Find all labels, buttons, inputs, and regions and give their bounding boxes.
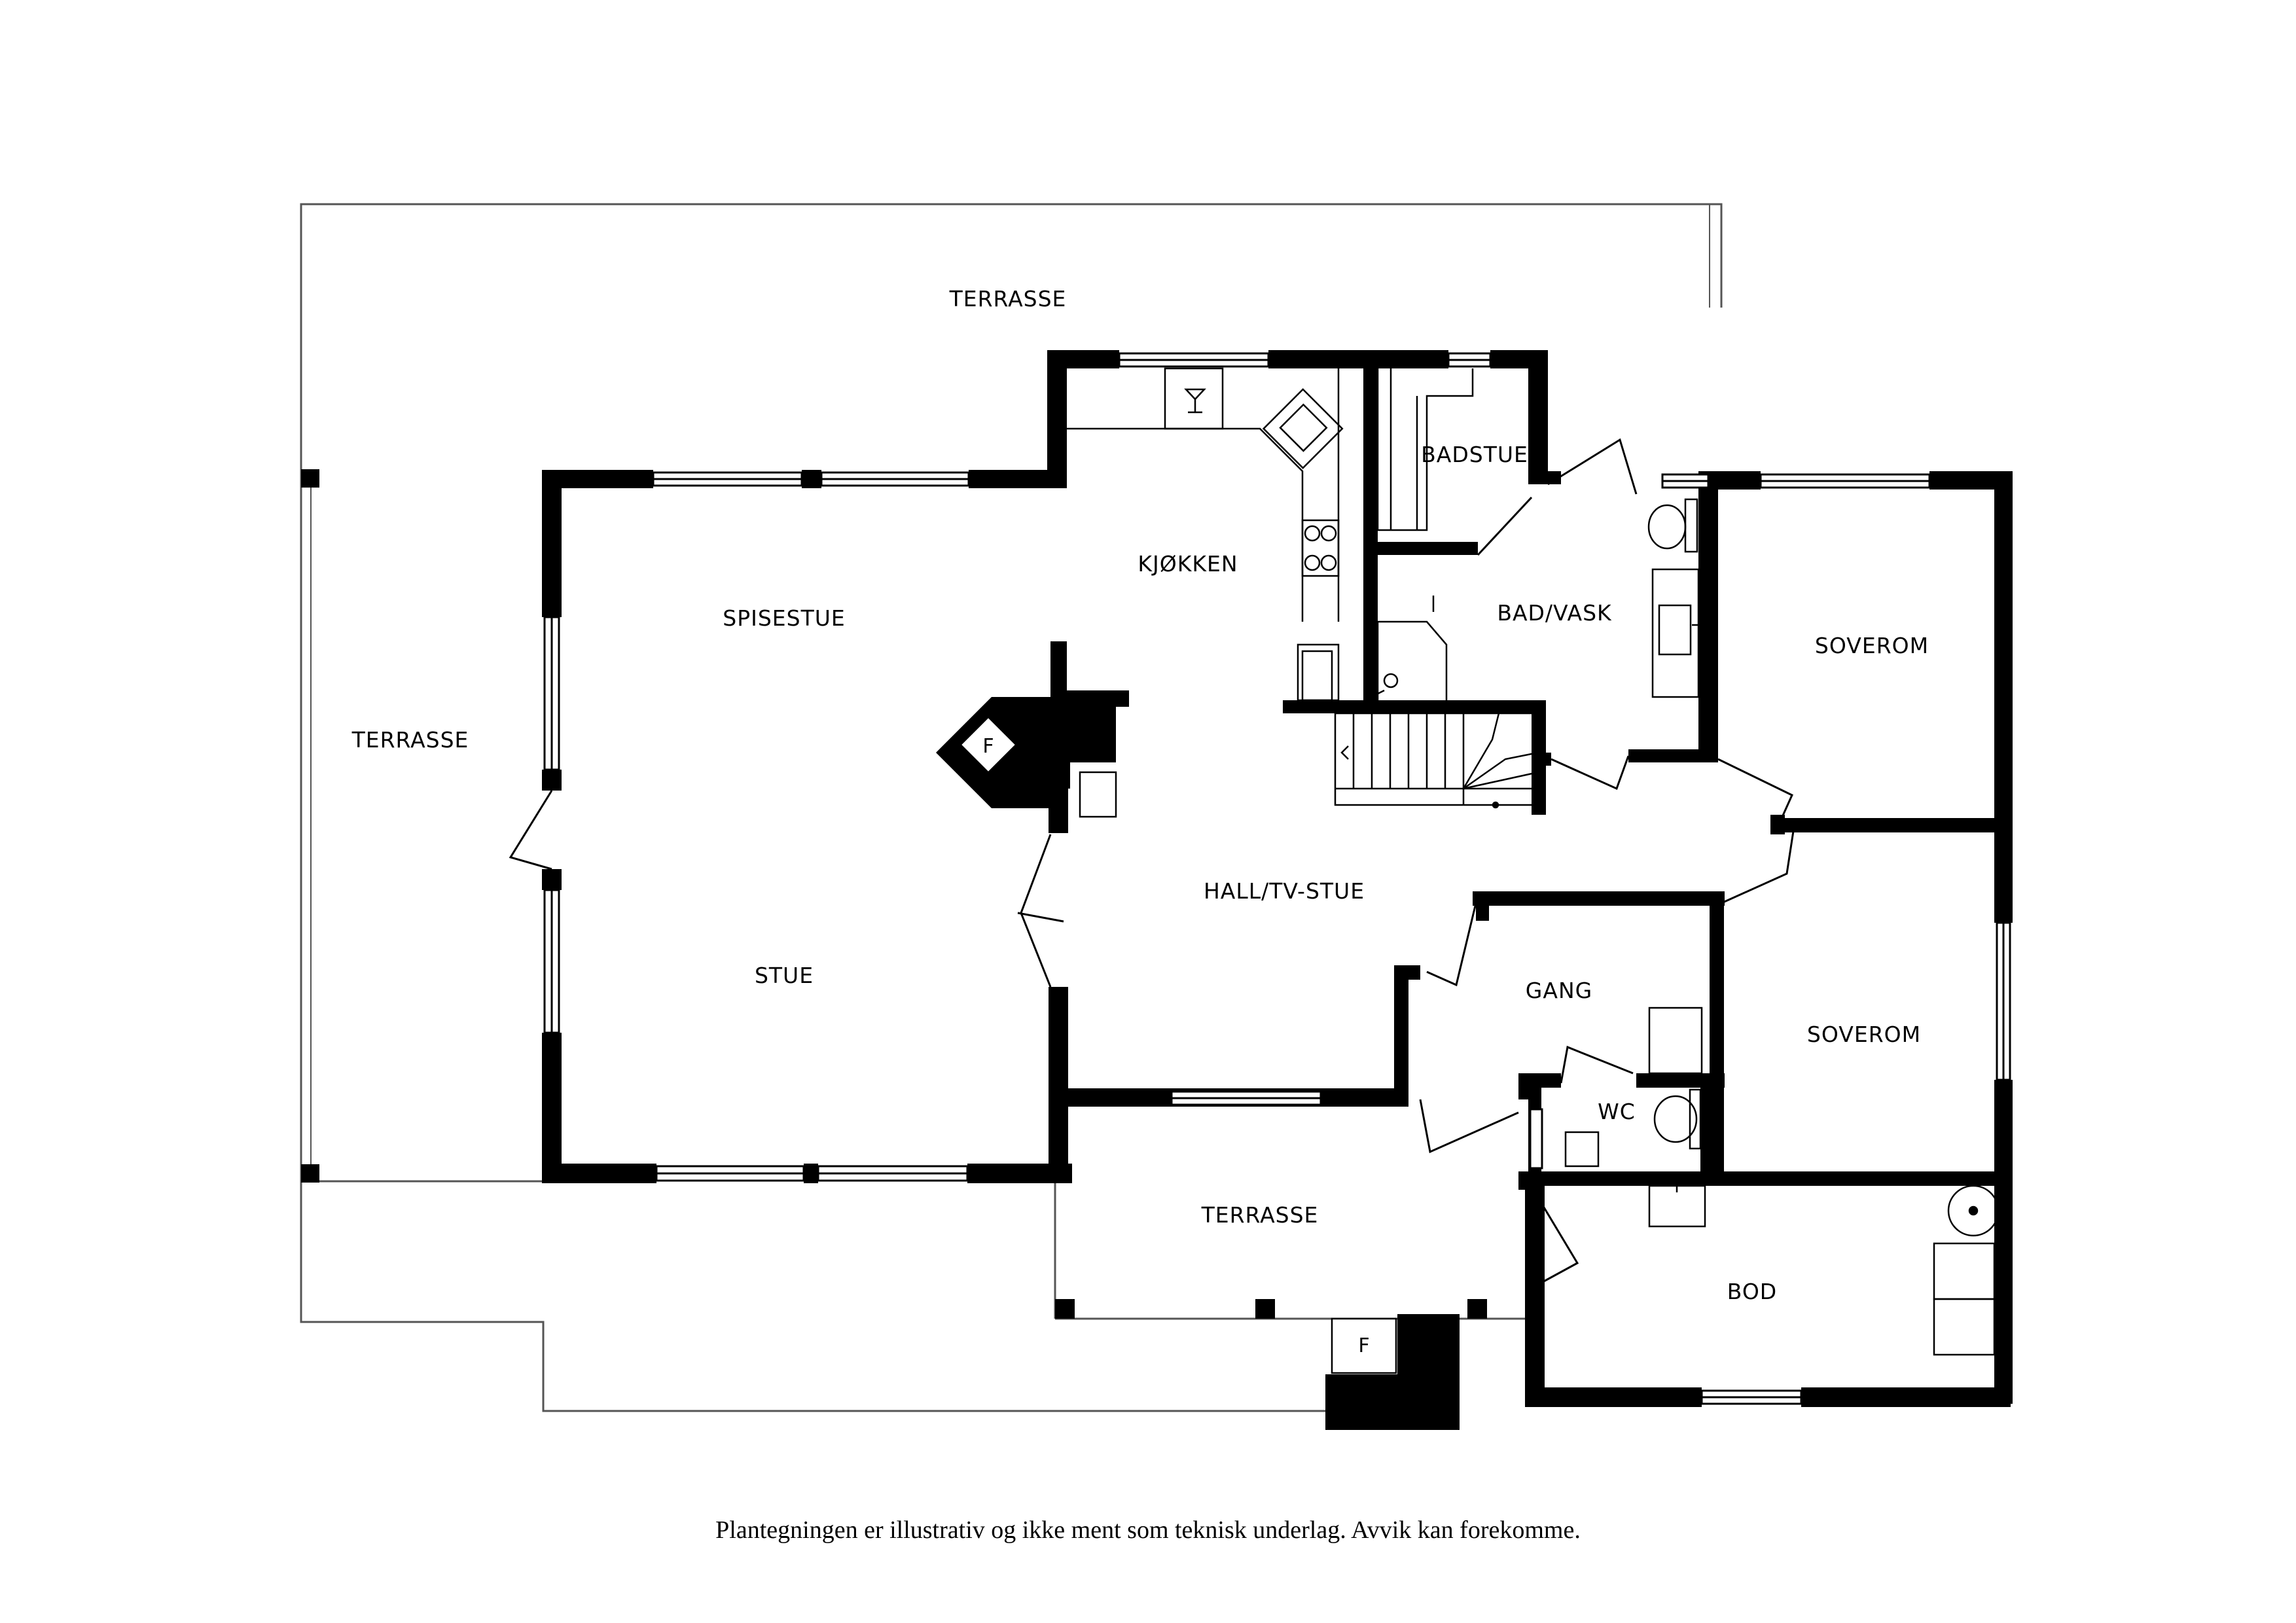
- windows: [543, 352, 2011, 1405]
- room-label-bod: BOD: [1727, 1279, 1777, 1304]
- room-label-stue: STUE: [755, 963, 814, 988]
- disclaimer-text: Plantegningen er illustrativ og ikke men…: [715, 1516, 1581, 1544]
- room-label-bad-vask: BAD/VASK: [1497, 600, 1612, 626]
- room-label-terrasse-bottom: TERRASSE: [1201, 1202, 1319, 1228]
- room-label-wc: WC: [1598, 1099, 1636, 1124]
- fireplace-indoor-label: F: [982, 735, 994, 758]
- room-label-soverom-1: SOVEROM: [1815, 633, 1929, 658]
- side-table: [1079, 771, 1117, 818]
- fireplace-outdoor-label: F: [1358, 1334, 1369, 1357]
- storage-fixtures: [1648, 1185, 2000, 1356]
- room-label-kjokken: KJØKKEN: [1138, 551, 1238, 577]
- wc-fixtures: [1564, 1007, 1703, 1168]
- room-label-terrasse-left: TERRASSE: [351, 727, 469, 753]
- bathroom-fixtures: [1376, 498, 1700, 700]
- stairs: [1334, 712, 1539, 809]
- room-label-hall-tv-stue: HALL/TV-STUE: [1204, 878, 1365, 904]
- fireplace-outdoor: F: [1331, 1317, 1397, 1374]
- sauna-benches: [1376, 368, 1474, 531]
- room-label-spisestue: SPISESTUE: [723, 605, 846, 631]
- room-label-gang: GANG: [1526, 978, 1592, 1003]
- terrace-outlines: [300, 203, 1723, 1412]
- room-label-badstue: BADSTUE: [1421, 442, 1528, 467]
- doors: [509, 438, 1795, 1284]
- kitchen-fixtures: [1067, 367, 1344, 702]
- room-label-terrasse-top: TERRASSE: [949, 286, 1067, 312]
- fireplace-indoor: F: [959, 715, 1018, 774]
- room-label-soverom-2: SOVEROM: [1807, 1022, 1921, 1047]
- room-labels: TERRASSE TERRASSE TERRASSE SPISESTUE STU…: [351, 286, 1929, 1304]
